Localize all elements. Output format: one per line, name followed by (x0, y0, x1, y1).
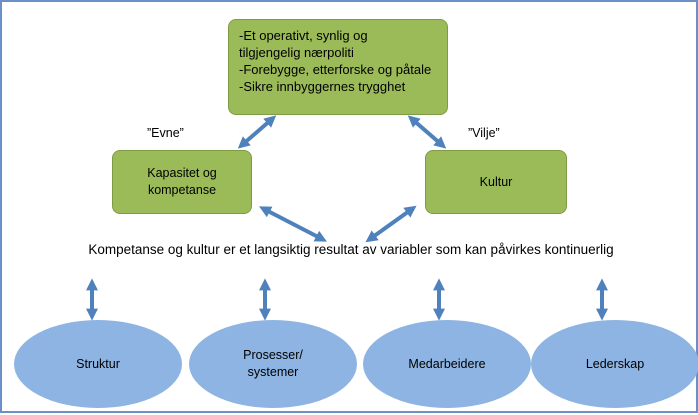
goals-box: -Et operativt, synlig og tilgjengelig næ… (228, 19, 448, 115)
arrow-goals-kultur (407, 115, 447, 149)
medarbeidere-label: Medarbeidere (408, 356, 486, 371)
kultur-label: Kultur (479, 174, 513, 189)
arrow-kultur-statement (365, 205, 417, 243)
kapasitet-line-1: Kapasitet og (147, 166, 217, 180)
medarbeidere-ellipse: Medarbeidere (363, 320, 531, 408)
prosesser-line-1: Prosesser/ (243, 348, 303, 362)
statement-text: Kompetanse og kultur er et langsiktig re… (88, 242, 614, 257)
evne-label: ”Evne” (147, 126, 184, 140)
struktur-ellipse: Struktur (14, 320, 182, 408)
arrow-goals-kapasitet (237, 115, 277, 149)
arrow-kapasitet-statement (259, 206, 327, 242)
goal-line-4: -Sikre innbyggernes trygghet (239, 79, 406, 94)
kapasitet-line-2: kompetanse (147, 183, 217, 197)
goal-line-3: -Forebygge, etterforske og påtale (239, 62, 432, 77)
kapasitet-kompetanse-box: Kapasitet og kompetanse (112, 150, 252, 214)
struktur-label: Struktur (76, 356, 120, 371)
lederskap-label: Lederskap (585, 356, 645, 371)
lederskap-ellipse: Lederskap (531, 320, 698, 408)
prosesser-line-2: systemer (247, 365, 299, 379)
goal-line-2: tilgjengelig nærpoliti (239, 45, 354, 60)
vilje-label: ”Vilje” (468, 126, 500, 140)
kultur-box: Kultur (425, 150, 567, 214)
goal-line-1: -Et operativt, synlig og (239, 28, 368, 43)
prosesser-ellipse: Prosesser/ systemer (189, 320, 357, 408)
